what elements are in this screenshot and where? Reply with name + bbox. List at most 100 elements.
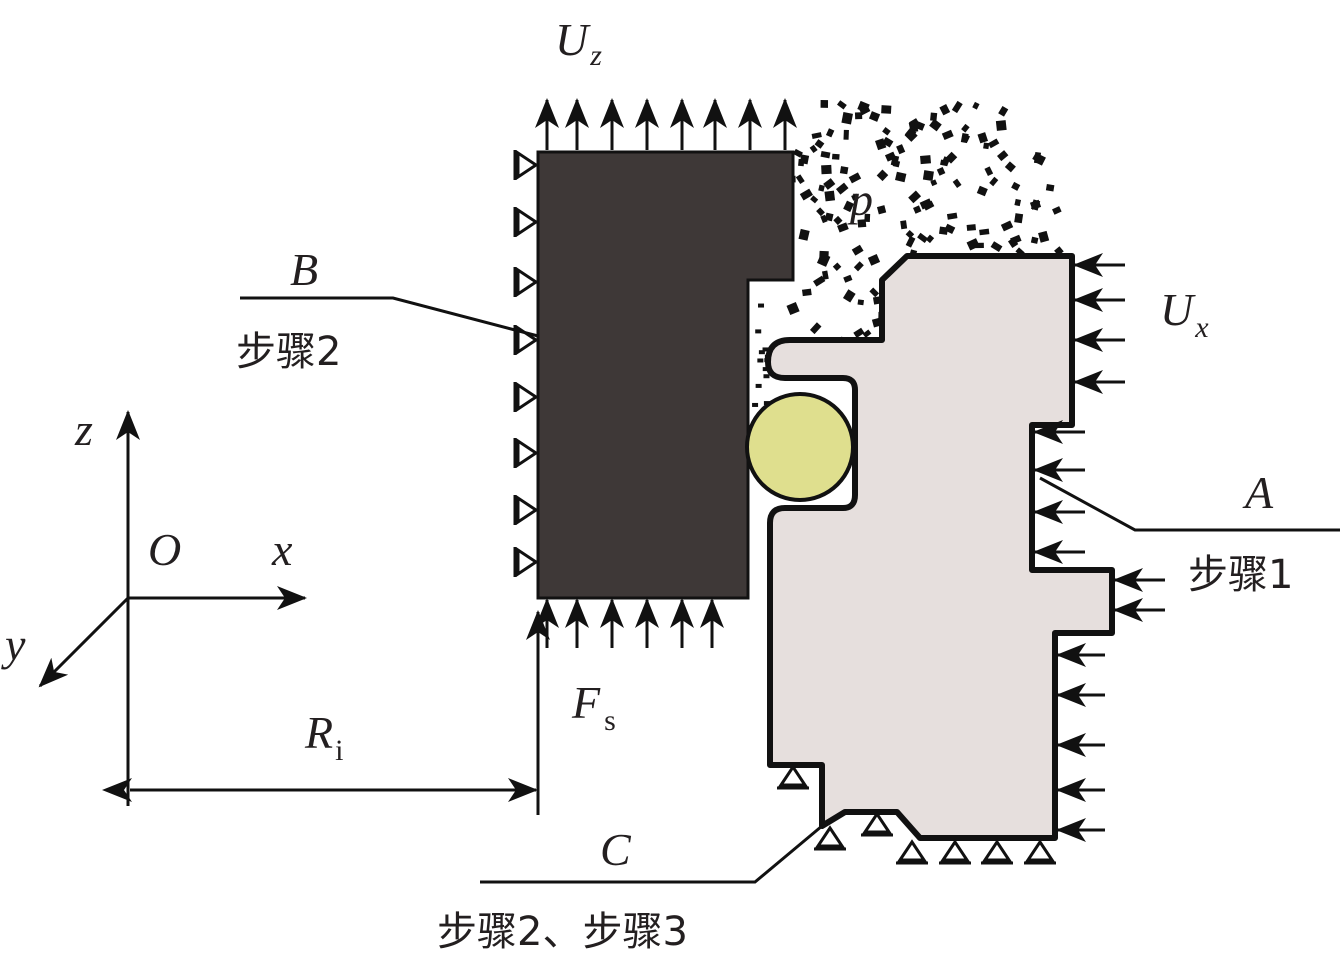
y-axis	[38, 596, 130, 688]
pressure-dot	[892, 160, 901, 168]
pin-support-icon	[513, 207, 539, 237]
pressure-dot	[818, 184, 825, 192]
pressure-dot	[836, 100, 847, 110]
pressure-dot	[843, 200, 855, 213]
pressure-dot	[895, 171, 907, 183]
pressure-dot	[941, 129, 954, 141]
pressure-dot	[799, 188, 813, 201]
pressure-dot	[922, 170, 934, 181]
pressure-dot	[900, 220, 908, 230]
pressure-dot	[821, 270, 829, 280]
pressure-dot	[905, 230, 915, 239]
coordinate-axes	[38, 410, 550, 815]
pressure-dot	[816, 207, 825, 217]
leader-c	[480, 824, 823, 884]
label-ux: Ux	[1160, 284, 1209, 344]
pressure-dot	[979, 228, 990, 236]
pressure-dot	[809, 322, 822, 335]
pressure-dot	[757, 358, 764, 363]
pressure-dot	[917, 232, 929, 243]
pressure-dot	[966, 238, 980, 251]
pressure-dot	[798, 228, 810, 241]
leader-b	[240, 296, 539, 338]
pressure-dot	[1009, 234, 1022, 245]
pressure-dot	[1032, 153, 1042, 163]
label-uz: Uz	[555, 14, 602, 72]
pressure-dot	[843, 274, 853, 283]
support-triangle	[516, 207, 539, 237]
pressure-dot	[881, 105, 892, 114]
pressure-dot	[951, 100, 963, 114]
pressure-dot	[876, 169, 889, 182]
support-triangle	[516, 495, 539, 525]
pressure-dot	[913, 120, 926, 131]
pressure-dot	[762, 347, 769, 352]
pressure-dot	[862, 329, 872, 338]
label-ri: Ri	[304, 707, 343, 767]
pressure-dot	[913, 205, 922, 214]
pressure-dot	[1052, 206, 1062, 215]
label-axis-z: z	[74, 404, 93, 455]
pressure-dot	[987, 138, 1000, 149]
pressure-dot	[821, 164, 832, 175]
pressure-dot	[793, 148, 803, 158]
pressure-dot	[825, 128, 835, 138]
pressure-dot	[929, 118, 942, 132]
pressure-dot	[867, 254, 881, 266]
pressure-dot	[869, 287, 880, 298]
pressure-dot	[920, 155, 931, 165]
pressure-dot	[801, 288, 812, 297]
pin-support-icon	[896, 839, 928, 865]
pressure-dot	[835, 182, 849, 195]
pressure-dot	[930, 112, 938, 122]
support-triangle	[1025, 839, 1055, 862]
pressure-dot	[851, 244, 864, 256]
pressure-dot	[995, 120, 1007, 131]
pressure-dot	[819, 250, 829, 260]
pin-support-icon	[981, 839, 1013, 865]
pressure-dot	[868, 111, 881, 122]
pressure-dot	[896, 144, 906, 155]
pressure-dot	[961, 123, 970, 133]
pin-support-icon	[513, 267, 539, 297]
support-triangle	[516, 547, 539, 577]
pressure-dot	[919, 198, 933, 210]
pressure-dot	[925, 234, 935, 244]
pressure-dot	[848, 172, 862, 184]
pressure-dot	[831, 153, 840, 160]
pressure-dot	[984, 166, 994, 176]
pressure-dot	[989, 176, 999, 187]
pin-support-icon	[513, 150, 539, 180]
support-triangle	[815, 825, 845, 848]
pressure-dot	[853, 327, 865, 338]
dark-rigid-block	[536, 150, 795, 600]
pressure-dot	[960, 133, 969, 144]
pressure-dot	[799, 154, 810, 165]
pressure-dot	[1000, 220, 1014, 232]
label-origin: O	[148, 524, 181, 575]
pressure-dot	[857, 100, 870, 113]
pin-support-icon	[814, 825, 846, 851]
pressure-dot	[841, 112, 853, 125]
pressure-dot	[813, 275, 826, 287]
pressure-dot	[752, 402, 759, 407]
support-triangle	[778, 764, 808, 787]
pressure-dot	[854, 112, 863, 120]
support-triangle	[862, 811, 892, 834]
label-pressure: p	[847, 174, 873, 225]
support-triangle	[516, 267, 539, 297]
pressure-dot	[998, 105, 1009, 117]
pin-support-icon	[513, 495, 539, 525]
pin-support-icon	[939, 839, 971, 865]
pressure-dot	[839, 166, 849, 175]
pressure-dot	[941, 156, 951, 166]
boundary-supports	[513, 150, 1056, 865]
support-triangle	[940, 839, 970, 862]
pressure-dot	[820, 150, 831, 159]
label-c-step: 步骤2、步骤3	[437, 909, 688, 955]
pressure-dot	[1038, 230, 1050, 243]
pressure-dot	[990, 241, 1003, 253]
pressure-dot	[1030, 199, 1041, 211]
